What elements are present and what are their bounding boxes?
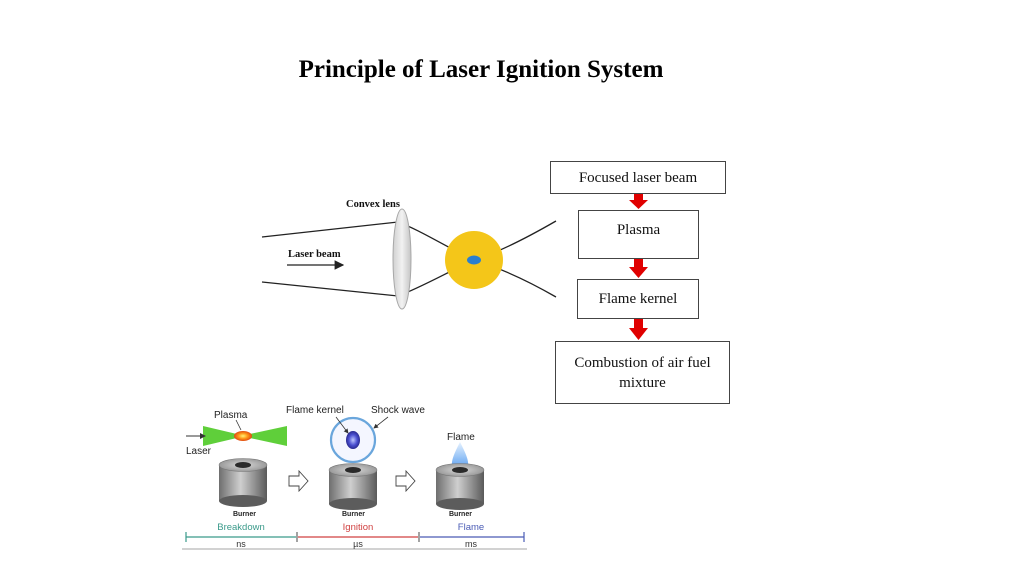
flow-step-label-line1: Combustion of air fuel [574, 354, 711, 371]
timeline-breakdown-label: Breakdown [217, 522, 265, 533]
ignition-stages-figure: Plasma Laser Burner Flame kernel Shock w… [182, 405, 527, 550]
burner-label: Burner [233, 511, 256, 518]
lens-diagram: Convex lens Laser beam [261, 199, 557, 310]
shock-wave-label: Shock wave [371, 405, 425, 416]
page-title: Principle of Laser Ignition System [298, 56, 664, 83]
down-arrow-icon [629, 319, 648, 340]
timeline-ms-unit: ms [465, 539, 477, 549]
process-arrow-icon [395, 469, 416, 493]
laser-beam-label: Laser beam [288, 249, 341, 260]
plasma-label: Plasma [214, 410, 248, 421]
flame-kernel-pointer [335, 416, 349, 434]
burner-label: Burner [449, 511, 472, 518]
flow-step-label-line2: mixture [619, 374, 666, 391]
timeline-ignition-label: Ignition [343, 522, 374, 533]
flame-label: Flame [447, 432, 475, 443]
timeline-us-unit: µs [353, 539, 363, 549]
burner-label: Burner [342, 511, 365, 518]
flowchart-arrows [629, 193, 648, 340]
burner-cylinder [435, 463, 485, 510]
laser-label: Laser [186, 446, 212, 457]
flame-kernel-blob [346, 431, 360, 449]
flow-step-plasma: Plasma [578, 210, 699, 259]
flow-step-combustion: Combustion of air fuel mixture [555, 341, 730, 404]
flow-step-label: Flame kernel [598, 291, 678, 307]
down-arrow-icon [629, 193, 648, 209]
flow-step-label: Focused laser beam [578, 169, 698, 186]
laser-beam-shape [203, 426, 287, 446]
plasma-pointer [235, 419, 242, 431]
flame-shape [451, 442, 469, 469]
focal-core [467, 255, 481, 265]
timeline-ns-unit: ns [236, 539, 246, 549]
process-arrow-icon [288, 469, 309, 493]
convex-lens [392, 208, 412, 310]
convex-lens-label: Convex lens [346, 199, 400, 210]
flow-step-flame-kernel: Flame kernel [577, 279, 699, 319]
flow-step-focused-laser-beam: Focused laser beam [550, 161, 726, 194]
shock-wave-pointer [373, 416, 389, 429]
timeline-flame-label: Flame [458, 522, 484, 533]
flow-step-label: Plasma [616, 222, 661, 238]
plasma-spark [234, 431, 252, 441]
timeline: Breakdown Ignition Flame ns µs ms [182, 522, 527, 550]
burner-cylinder [328, 463, 378, 510]
flame-kernel-label: Flame kernel [286, 405, 344, 416]
burner-cylinder [218, 458, 268, 507]
down-arrow-icon [629, 258, 648, 278]
